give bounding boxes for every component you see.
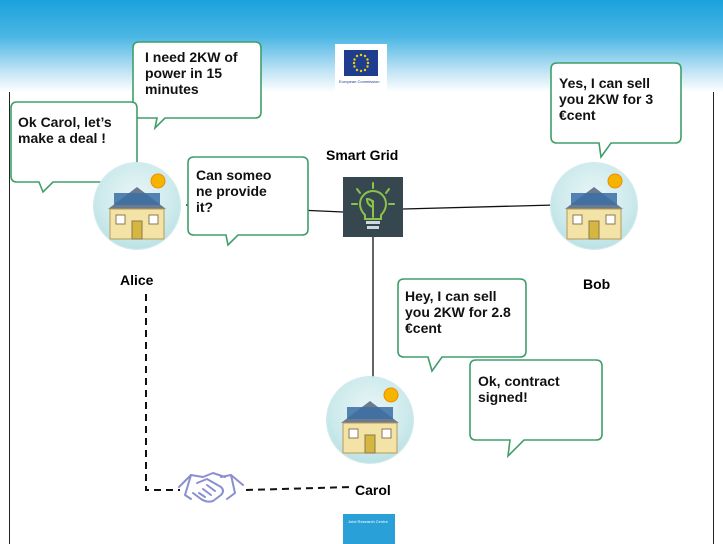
smart-grid-label: Smart Grid xyxy=(326,147,399,163)
lightbulb-leaf-icon xyxy=(351,182,395,229)
frame-right-border xyxy=(713,92,714,544)
jrc-logo-text: Joint Research Centre xyxy=(348,519,388,524)
bubble-text-need-power: I need 2KW of power in 15 minutes xyxy=(145,49,238,97)
speech-bubble-carol-offer: Hey, I can sell you 2KW for 2.8 €cent xyxy=(396,277,530,373)
handshake-icon xyxy=(177,465,245,505)
frame-left-border xyxy=(9,92,10,544)
bob-house-icon xyxy=(551,163,637,249)
bubble-text-carol-offer: Hey, I can sell you 2KW for 2.8 €cent xyxy=(405,288,511,336)
eu-flag-icon xyxy=(344,50,378,76)
speech-bubble-alice-ask: Can someo ne provide it? xyxy=(186,155,312,247)
european-commission-logo: European Commission xyxy=(335,44,387,96)
speech-bubble-need-power: I need 2KW of power in 15 minutes xyxy=(131,40,264,130)
link-hub-bob xyxy=(402,204,556,210)
speech-bubble-contract: Ok, contract signed! xyxy=(468,358,604,458)
speech-bubble-alice-deal: Ok Carol, let’s make a deal ! xyxy=(9,100,141,195)
ec-logo-text: European Commission xyxy=(339,79,380,84)
smart-grid-hub xyxy=(343,177,403,237)
carol-label: Carol xyxy=(355,482,391,498)
alice-house-icon xyxy=(94,163,180,249)
carol-house-icon xyxy=(327,377,413,463)
contract-dashed-link xyxy=(145,294,353,491)
speech-bubble-bob-offer: Yes, I can sell you 2KW for 3 €cent xyxy=(549,61,685,159)
bubble-text-alice-deal: Ok Carol, let’s make a deal ! xyxy=(18,114,112,146)
alice-label: Alice xyxy=(120,272,154,288)
bob-label: Bob xyxy=(583,276,611,292)
bubble-text-bob-offer: Yes, I can sell you 2KW for 3 €cent xyxy=(559,75,654,123)
jrc-logo: Joint Research Centre xyxy=(343,514,395,544)
bubble-text-contract: Ok, contract signed! xyxy=(478,373,560,405)
bubble-text-alice-ask: Can someo ne provide it? xyxy=(196,167,272,215)
